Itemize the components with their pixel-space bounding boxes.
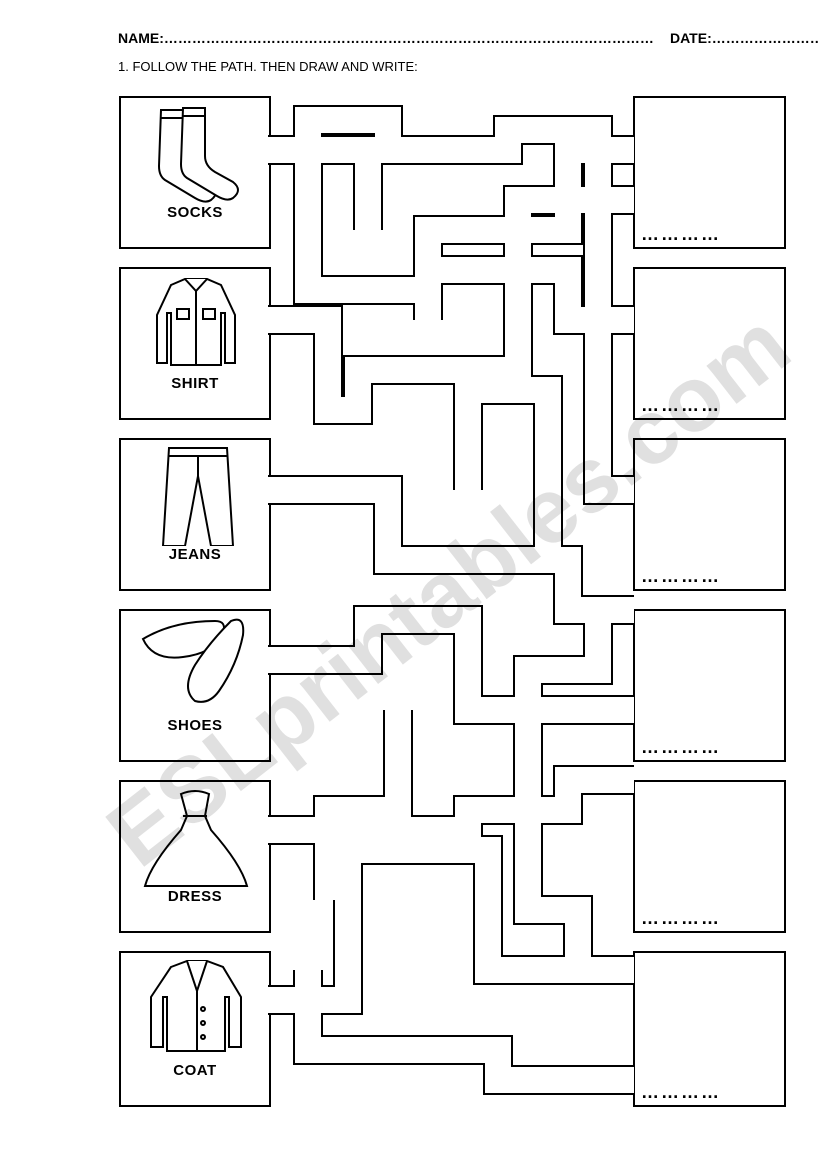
- instruction-text: 1. FOLLOW THE PATH. THEN DRAW AND WRITE:: [118, 59, 418, 74]
- item-box-coat: COAT: [119, 951, 271, 1107]
- maze-paths[interactable]: [268, 90, 636, 1110]
- answer-line[interactable]: …………: [641, 395, 721, 415]
- item-box-jeans: JEANS: [119, 438, 271, 591]
- answer-line[interactable]: …………: [641, 1082, 721, 1102]
- item-box-socks: SOCKS: [119, 96, 271, 249]
- answer-line[interactable]: …………: [641, 908, 721, 928]
- date-field[interactable]: DATE:…………………………: [670, 30, 818, 46]
- item-label: COAT: [173, 1062, 217, 1079]
- name-field[interactable]: NAME:……………………………………………………………………………………………: [118, 30, 654, 46]
- coat-icon: [150, 960, 242, 1052]
- path-fills: [268, 107, 634, 1093]
- answer-line[interactable]: …………: [641, 566, 721, 586]
- worksheet-header: NAME:………………………………………………………………………………………………: [118, 30, 818, 52]
- socks-icon: [157, 107, 239, 203]
- item-label: DRESS: [167, 888, 223, 905]
- answer-line[interactable]: …………: [641, 224, 721, 244]
- shoes-icon: [141, 618, 245, 703]
- answer-box-5[interactable]: …………: [633, 780, 786, 933]
- answer-box-4[interactable]: …………: [633, 609, 786, 762]
- item-label: SHOES: [167, 717, 223, 734]
- answer-box-3[interactable]: …………: [633, 438, 786, 591]
- item-box-shoes: SHOES: [119, 609, 271, 762]
- item-box-dress: DRESS: [119, 780, 271, 933]
- shirt-icon: [156, 278, 236, 366]
- item-label: SOCKS: [167, 204, 223, 221]
- jeans-icon: [161, 447, 235, 546]
- answer-box-6[interactable]: …………: [633, 951, 786, 1107]
- dress-icon: [143, 790, 249, 887]
- answer-box-2[interactable]: …………: [633, 267, 786, 420]
- item-label: JEANS: [168, 546, 222, 563]
- answer-box-1[interactable]: …………: [633, 96, 786, 249]
- item-label: SHIRT: [171, 375, 219, 392]
- answer-line[interactable]: …………: [641, 737, 721, 757]
- item-box-shirt: SHIRT: [119, 267, 271, 420]
